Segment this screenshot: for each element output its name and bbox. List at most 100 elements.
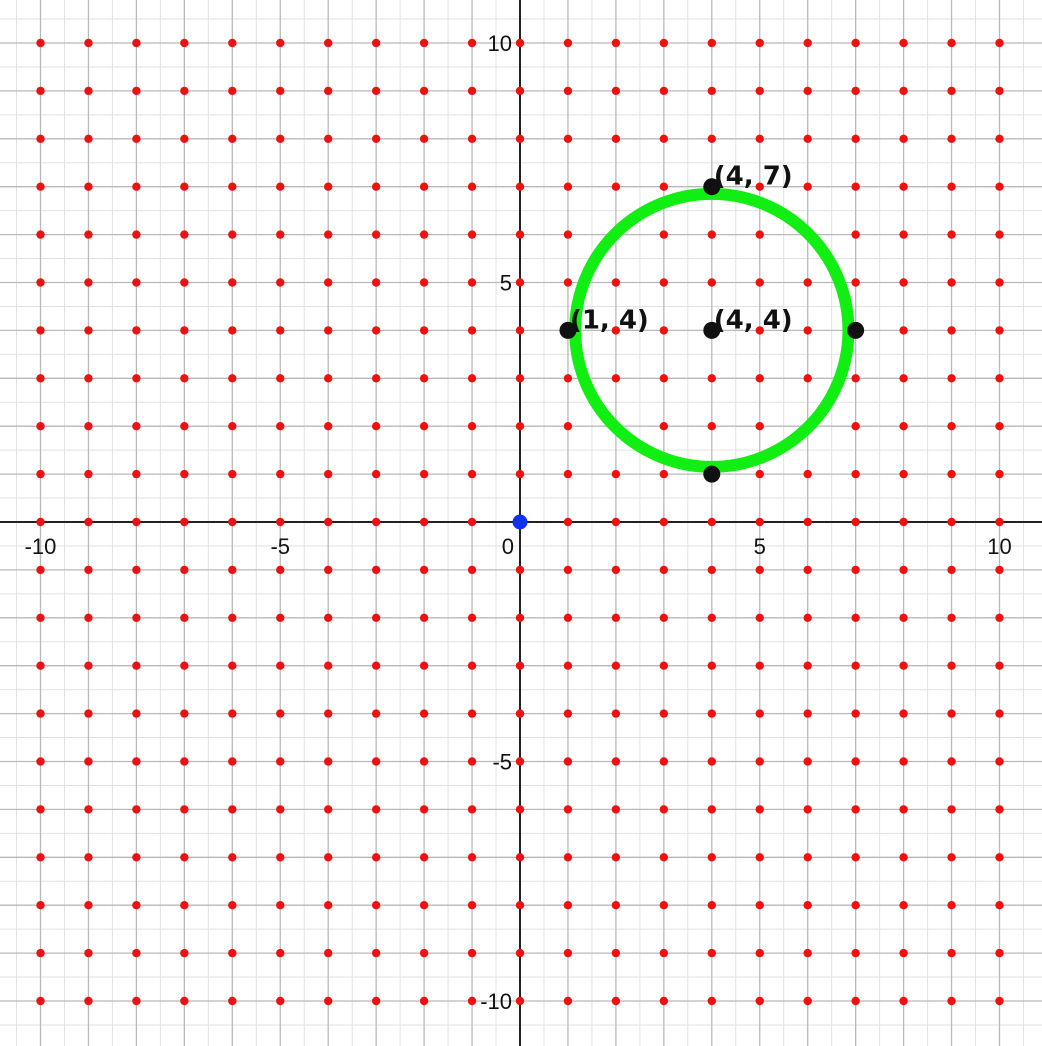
lattice-point — [371, 996, 381, 1006]
lattice-point — [371, 613, 381, 622]
lattice-point — [563, 134, 573, 143]
lattice-point — [947, 948, 956, 958]
lattice-point — [84, 901, 93, 910]
lattice-point — [84, 230, 93, 239]
lattice-point — [180, 326, 189, 335]
lattice-point — [419, 661, 429, 670]
lattice-point — [611, 326, 621, 335]
lattice-point — [467, 805, 477, 814]
lattice-point — [515, 230, 525, 239]
y-tick-label: 10 — [488, 31, 512, 56]
lattice-point — [371, 901, 381, 910]
lattice-point — [659, 469, 669, 479]
lattice-point — [707, 565, 716, 575]
lattice-point — [659, 709, 669, 718]
lattice-point — [276, 661, 285, 670]
lattice-point — [755, 326, 764, 335]
lattice-point — [755, 182, 764, 191]
lattice-point — [755, 134, 764, 143]
lattice-point — [947, 996, 956, 1006]
lattice-point — [276, 422, 285, 431]
lattice-point — [707, 661, 716, 670]
lattice-point — [84, 709, 93, 718]
lattice-point — [467, 182, 477, 191]
lattice-point — [228, 182, 237, 191]
lattice-point — [419, 948, 429, 958]
lattice-point — [180, 565, 189, 575]
lattice-point — [755, 517, 764, 527]
lattice-point — [995, 757, 1004, 766]
lattice-point — [755, 661, 764, 670]
lattice-point — [899, 853, 908, 862]
lattice-point — [132, 422, 141, 431]
lattice-point — [371, 278, 381, 287]
lattice-point — [803, 326, 812, 335]
lattice-point — [467, 661, 477, 670]
lattice-point — [515, 86, 525, 96]
lattice-point — [36, 86, 45, 96]
lattice-point — [563, 182, 573, 191]
lattice-point — [899, 326, 908, 335]
lattice-point — [36, 853, 45, 862]
lattice-point — [276, 374, 285, 383]
lattice-point — [228, 709, 237, 718]
lattice-point — [659, 565, 669, 575]
lattice-point — [707, 134, 716, 143]
lattice-point — [84, 326, 93, 335]
lattice-point — [851, 134, 860, 143]
lattice-point — [707, 757, 716, 766]
lattice-point — [84, 38, 93, 48]
lattice-point — [419, 38, 429, 48]
lattice-point — [419, 613, 429, 622]
lattice-point — [563, 661, 573, 670]
lattice-point — [419, 230, 429, 239]
lattice-point — [419, 805, 429, 814]
lattice-point — [851, 853, 860, 862]
lattice-point — [611, 374, 621, 383]
lattice-point — [515, 853, 525, 862]
lattice-point — [371, 805, 381, 814]
lattice-point — [180, 517, 189, 527]
lattice-point — [36, 230, 45, 239]
lattice-point — [515, 757, 525, 766]
lattice-point — [851, 422, 860, 431]
lattice-point — [755, 853, 764, 862]
lattice-point — [515, 374, 525, 383]
lattice-point — [132, 901, 141, 910]
lattice-point — [419, 996, 429, 1006]
lattice-point — [371, 374, 381, 383]
lattice-point — [228, 948, 237, 958]
lattice-point — [755, 757, 764, 766]
lattice-point — [707, 948, 716, 958]
lattice-point — [84, 565, 93, 575]
lattice-point — [707, 422, 716, 431]
lattice-point — [36, 901, 45, 910]
point-label: (4, 7) — [714, 162, 793, 192]
lattice-point — [995, 805, 1004, 814]
lattice-point — [947, 326, 956, 335]
lattice-point — [324, 805, 333, 814]
lattice-point — [228, 38, 237, 48]
lattice-point — [947, 134, 956, 143]
lattice-point — [851, 469, 860, 479]
lattice-point — [228, 326, 237, 335]
lattice-point — [707, 805, 716, 814]
lattice-point — [899, 182, 908, 191]
lattice-point — [132, 278, 141, 287]
lattice-point — [995, 469, 1004, 479]
lattice-point — [324, 901, 333, 910]
lattice-point — [851, 948, 860, 958]
lattice-point — [180, 996, 189, 1006]
lattice-point — [947, 374, 956, 383]
lattice-point — [228, 422, 237, 431]
lattice-point — [803, 613, 812, 622]
lattice-point — [563, 565, 573, 575]
lattice-point — [324, 38, 333, 48]
lattice-point — [180, 38, 189, 48]
lattice-point — [947, 38, 956, 48]
lattice-point — [899, 613, 908, 622]
x-tick-label: 0 — [502, 534, 514, 559]
lattice-point — [324, 996, 333, 1006]
lattice-point — [851, 565, 860, 575]
lattice-point — [324, 469, 333, 479]
